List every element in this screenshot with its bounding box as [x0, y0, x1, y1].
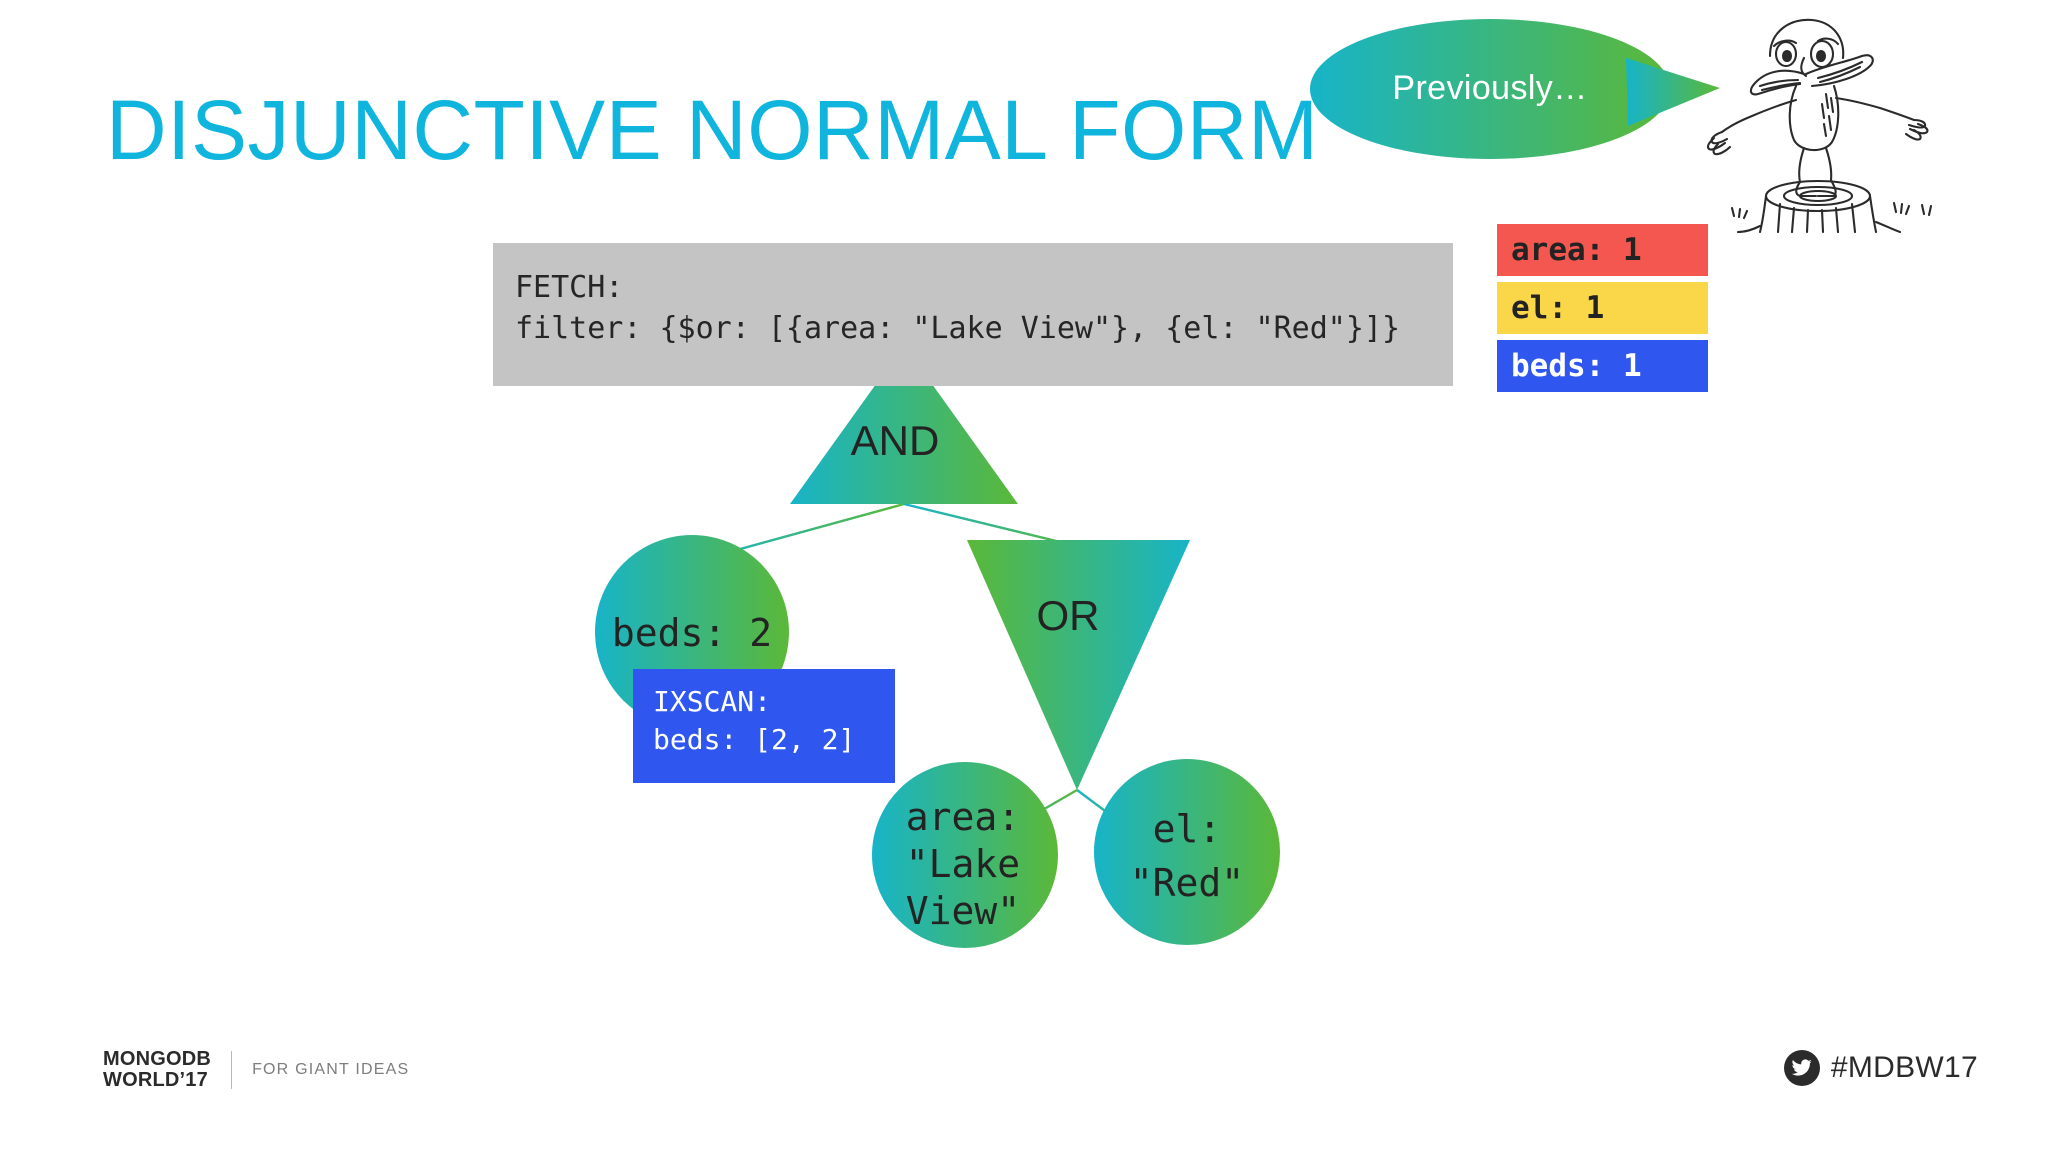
- page-title: DISJUNCTIVE NORMAL FORM: [106, 83, 1319, 177]
- footer-brand: MONGODB WORLD’17 FOR GIANT IDEAS: [103, 1045, 409, 1095]
- index-legend-item-area: area: 1: [1497, 224, 1708, 276]
- index-legend-item-el: el: 1: [1497, 282, 1708, 334]
- event-hashtag: #MDBW17: [1830, 1051, 1978, 1084]
- node-area-label-line1: area:: [906, 795, 1020, 839]
- brand-wordmark: MONGODB WORLD’17: [103, 1049, 211, 1091]
- node-or-shape: [967, 540, 1190, 790]
- ixscan-callout: IXSCAN: beds: [2, 2]: [633, 669, 895, 783]
- brand-tagline: FOR GIANT IDEAS: [252, 1061, 410, 1078]
- edge-and-to-or: [903, 502, 1086, 550]
- index-legend-label-area: area: 1: [1511, 232, 1642, 268]
- node-el-shape: [1094, 759, 1280, 945]
- node-area-label-line3: View": [906, 889, 1020, 933]
- node-or-label: OR: [1037, 592, 1100, 639]
- speech-bubble: Previously…: [1310, 18, 1720, 166]
- index-legend: area: 1 el: 1 beds: 1: [1497, 224, 1708, 392]
- index-legend-label-el: el: 1: [1511, 290, 1605, 326]
- brand-divider: [231, 1051, 233, 1089]
- code-line-fetch: FETCH:: [515, 270, 624, 305]
- node-area-shape: [872, 762, 1058, 948]
- speech-bubble-shape: [1310, 19, 1720, 159]
- edge-or-to-area: [964, 788, 1078, 857]
- edge-and-to-beds: [699, 502, 905, 562]
- query-code-block: FETCH: filter: {$or: [{area: "Lake View"…: [493, 243, 1453, 386]
- code-line-filter: filter: {$or: [{area: "Lake View"}, {el:…: [515, 311, 1401, 346]
- ixscan-line-title: IXSCAN:: [653, 685, 772, 718]
- node-el-label-line2: "Red": [1130, 861, 1244, 905]
- node-and-label: AND: [851, 417, 940, 464]
- node-area-label-line2: "Lake: [906, 842, 1020, 886]
- twitter-icon: [1783, 1050, 1820, 1086]
- brand-line-1: MONGODB: [103, 1048, 212, 1070]
- node-beds-label: beds: 2: [612, 611, 772, 655]
- edge-or-to-el: [1076, 789, 1161, 853]
- index-legend-label-beds: beds: 1: [1511, 348, 1642, 384]
- index-legend-item-beds: beds: 1: [1497, 340, 1708, 392]
- brand-line-2: WORLD’17: [103, 1069, 208, 1091]
- mascot-illustration: [1700, 8, 1960, 233]
- ixscan-line-bounds: beds: [2, 2]: [653, 723, 856, 756]
- footer-hashtag-group: #MDBW17: [1783, 1050, 1978, 1086]
- node-el-label-line1: el:: [1153, 807, 1222, 851]
